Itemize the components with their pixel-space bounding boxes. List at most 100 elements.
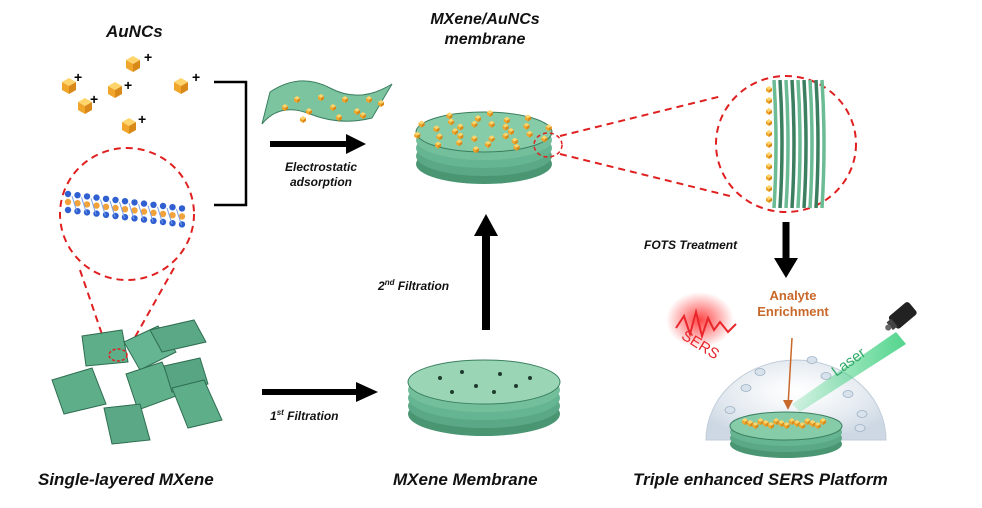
second-filtration-num: 2 [378,279,385,293]
electrostatic-line1: Electrostatic [284,160,358,174]
first-filtration-label: 1st Filtration [270,408,338,423]
atom [121,214,129,221]
electrostatic-line2: adsorption [290,175,352,189]
atom [121,198,129,205]
bond [90,198,97,215]
arrow-head [346,134,366,154]
flake [51,367,107,415]
flake [149,319,207,353]
atom [74,192,81,199]
bond [166,207,173,225]
charge-plus: + [138,111,146,127]
atom [102,203,110,210]
atom [64,206,72,214]
analyte-molecule [740,384,752,392]
aunc-particle [300,116,306,123]
membrane-title-line2: membrane [444,31,526,48]
atom [178,213,186,220]
second-filtration-label: 2nd Filtration [378,278,449,293]
first-filtration-text: Filtration [283,409,339,423]
membrane-title-line1: MXene/AuNCs [430,11,540,28]
atom [169,220,176,227]
atom [64,198,72,206]
analyte-line2: Enrichment [757,304,829,319]
cross-section-zoom [715,75,857,213]
charge-plus: + [124,77,132,93]
electrostatic-label: Electrostatic adsorption [266,160,376,190]
charge-plus: + [192,69,200,85]
aunc-label: AuNCs [106,22,163,41]
analyte-molecule [820,372,832,380]
atom [140,216,148,223]
analyte-molecule [842,390,854,398]
bond [109,200,116,217]
atom [102,211,110,218]
analyte-enrichment-label: Analyte Enrichment [748,288,838,320]
mxene-flakes [51,319,223,445]
analyte-pointer-head [783,400,793,410]
first-filtration-num: 1 [270,409,277,423]
bracket [214,80,248,207]
analyte-molecule [856,410,868,418]
first-filtration-sup: st [276,408,284,417]
membrane-layer-line [808,79,814,209]
atom [131,199,138,206]
sers-glow [666,292,734,348]
aunc-cube [126,56,140,72]
atom [64,190,72,198]
bond [119,201,125,219]
arrow-head [356,382,378,402]
zoom-circle [59,147,195,281]
analyte-molecule [754,368,766,376]
atom [121,206,129,213]
atom [178,205,186,212]
aunc-decorated-sheet [261,80,393,125]
atom [74,200,81,207]
membrane-zoom-marker [533,132,563,158]
atom [83,193,91,200]
mxene-membrane-label: MXene Membrane [393,470,538,489]
aunc-cube [108,82,122,98]
membrane-layer-line [790,79,796,209]
mxene-aunc-membrane [414,95,731,197]
wavy-sheet [261,80,393,125]
membrane-layer-line [814,79,820,209]
bond [81,197,87,214]
atom [112,204,119,212]
mxene-membrane [407,359,561,436]
pores [438,370,532,394]
arrows [262,134,798,402]
aunc-cube [122,118,136,134]
analyte-molecule [854,424,866,432]
aunc-cube [174,78,188,94]
membrane-layer-line [820,79,826,209]
atom [74,208,81,215]
bond [128,203,135,220]
membrane-layer-line [802,79,808,209]
membrane-title: MXene/AuNCs membrane [420,10,550,50]
bond [176,209,182,226]
sers-signal-wave [675,308,737,340]
analyte-pointer [787,337,793,407]
analyte-line1: Analyte [769,288,817,303]
aunc-cluster: + + + + + + [62,49,200,134]
zoom-line [129,267,175,347]
flake [171,379,223,429]
arrow-head [774,258,798,278]
atom [83,201,91,208]
arrow-head [474,214,498,236]
sers-platform: SERS Laser [666,292,917,458]
zoom-circle [715,75,857,213]
second-filtration-sup: nd [384,278,395,287]
analyte-molecule [724,406,736,414]
bond [147,205,154,222]
atom [150,217,157,224]
flake-highlight [108,348,128,362]
atom [178,221,186,228]
atom [140,200,148,207]
membrane-layer-line [778,79,784,209]
mxene-lattice-zoom [59,147,195,347]
bond [100,199,106,216]
bond [157,206,163,223]
